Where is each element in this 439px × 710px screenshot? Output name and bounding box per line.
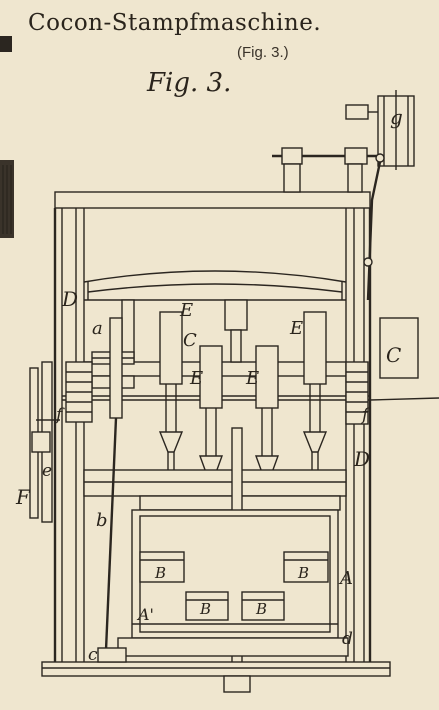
label-d-left: D — [61, 287, 78, 311]
left-edge-fragment — [0, 36, 14, 238]
header-title: Cocon-Stampfmaschine. — [28, 10, 322, 36]
label-b1: B — [154, 564, 166, 582]
label-a-right: A — [338, 568, 353, 589]
stamp-block — [139, 551, 329, 621]
label-e1: E — [179, 300, 193, 321]
left-gear-train — [29, 317, 135, 523]
label-c-right: C — [386, 343, 401, 367]
label-e: e — [42, 461, 52, 481]
label-b: b — [96, 510, 108, 531]
label-b3: B — [255, 600, 267, 618]
header-subtitle: (Fig. 3.) — [237, 44, 289, 61]
mortar-tub — [131, 427, 339, 671]
right-gear-train — [345, 361, 439, 425]
label-d: d — [342, 629, 353, 649]
label-a: a — [92, 318, 103, 339]
label-F: F — [15, 485, 31, 509]
label-f-left: f — [54, 405, 65, 425]
label-d-right: D — [353, 447, 370, 471]
label-e3: E — [189, 368, 203, 389]
label-e2: E — [289, 318, 303, 339]
lever-rod — [104, 417, 118, 651]
guide-beam — [83, 469, 347, 511]
label-c-top: C — [183, 330, 197, 351]
label-f-right: f — [360, 405, 371, 425]
part-labels: g D a E C E C E E f f D e F b B B A B B … — [15, 105, 403, 665]
label-a-prime: A' — [136, 605, 154, 624]
label-g: g — [390, 105, 403, 129]
side-box-c — [379, 317, 419, 379]
label-e4: E — [245, 368, 259, 389]
top-drive-assembly — [272, 90, 415, 301]
main-frame — [53, 191, 372, 662]
cam-body — [159, 311, 327, 409]
label-b2: B — [199, 600, 211, 618]
base-platform — [41, 637, 391, 693]
label-c: c — [88, 645, 98, 665]
label-b4: B — [297, 564, 309, 582]
figure-label: Fig. 3. — [147, 68, 232, 98]
